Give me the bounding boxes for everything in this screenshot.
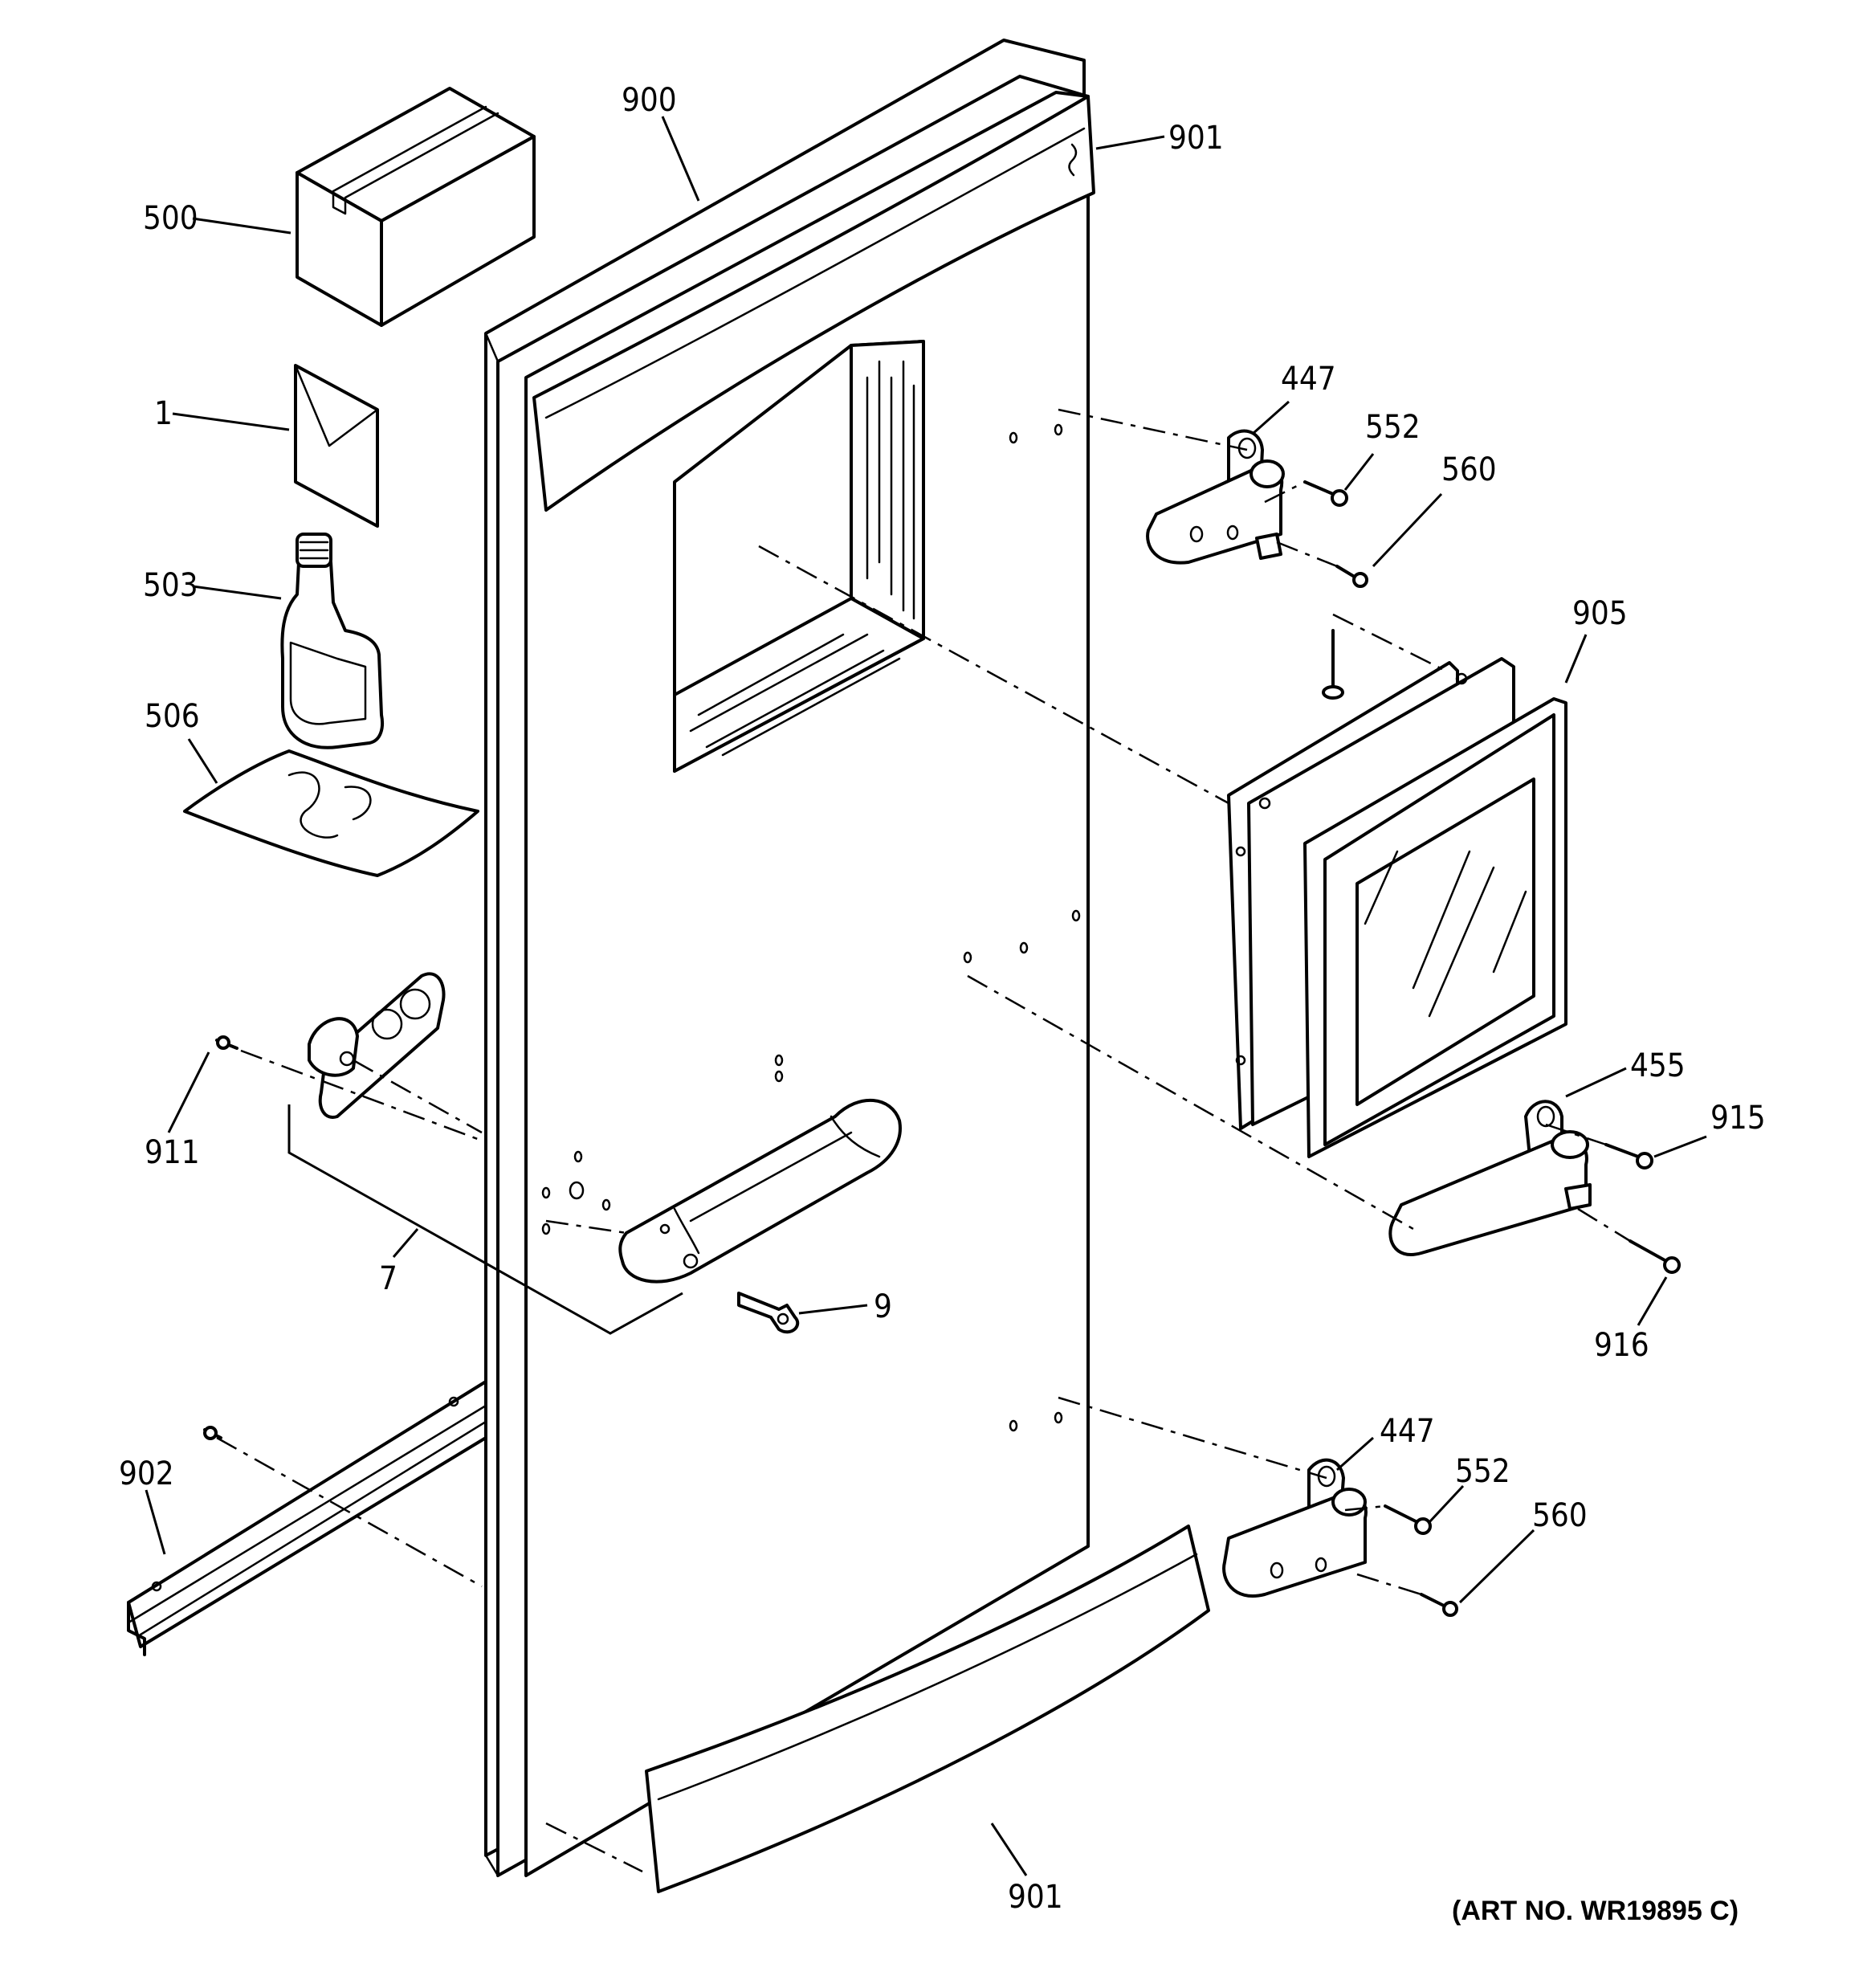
dispenser-recess [673,340,925,773]
explode-lines [216,408,1631,1873]
hinge-bottom [1222,1458,1368,1598]
literature-envelope [294,364,379,528]
callout-901-top: 901 [1168,120,1224,157]
callout-552-bottom: 552 [1455,1453,1510,1490]
callout-560-top: 560 [1441,451,1497,488]
callout-901-bottom: 901 [1008,1879,1063,1916]
parts-bag [183,749,479,877]
callout-552-top: 552 [1365,409,1421,446]
handle-bracket-outline [287,1104,683,1335]
callout-503: 503 [143,567,198,604]
door-panel [484,39,1090,1877]
screw-915 [1604,1143,1653,1170]
callout-labels: 900 901 500 1 503 506 447 552 560 905 45… [119,82,1766,1926]
screw-552-bottom [1384,1504,1432,1535]
hinge-top [1146,429,1285,565]
door-trim-top [532,95,1095,512]
lock-plate [308,972,446,1119]
screw-911 [215,1035,238,1050]
door-holes [541,423,1081,1432]
callout-902: 902 [119,1455,174,1492]
hinge-middle [1388,1100,1592,1256]
callout-915: 915 [1710,1100,1766,1137]
dispenser-assembly [1227,629,1567,1158]
callout-900: 900 [622,82,677,119]
parts-box [296,87,536,327]
lock-key [737,1292,800,1334]
callout-447-top: 447 [1281,361,1336,398]
callout-9: 9 [874,1288,892,1325]
callout-916: 916 [1594,1327,1649,1364]
callout-506: 506 [145,698,200,735]
callout-7: 7 [379,1260,397,1297]
callout-560-bottom: 560 [1532,1497,1588,1534]
callout-911: 911 [145,1134,200,1171]
art-number: (ART NO. WR19895 C) [1452,1896,1739,1926]
screw-552-top [1303,480,1348,507]
callout-455: 455 [1630,1047,1686,1084]
door-handle [618,1098,902,1284]
screw-560-top [1335,565,1368,588]
screw-916 [1629,1239,1681,1274]
leader-lines [145,116,1707,1876]
cleaner-bottle [280,533,385,749]
screw-560-bottom [1420,1593,1458,1617]
callout-447-bottom: 447 [1380,1413,1435,1450]
bottom-rail [127,1380,487,1656]
callout-500: 500 [143,200,198,237]
callout-905: 905 [1572,595,1628,632]
callout-1: 1 [154,395,173,432]
door-trim-bottom [645,1525,1210,1893]
